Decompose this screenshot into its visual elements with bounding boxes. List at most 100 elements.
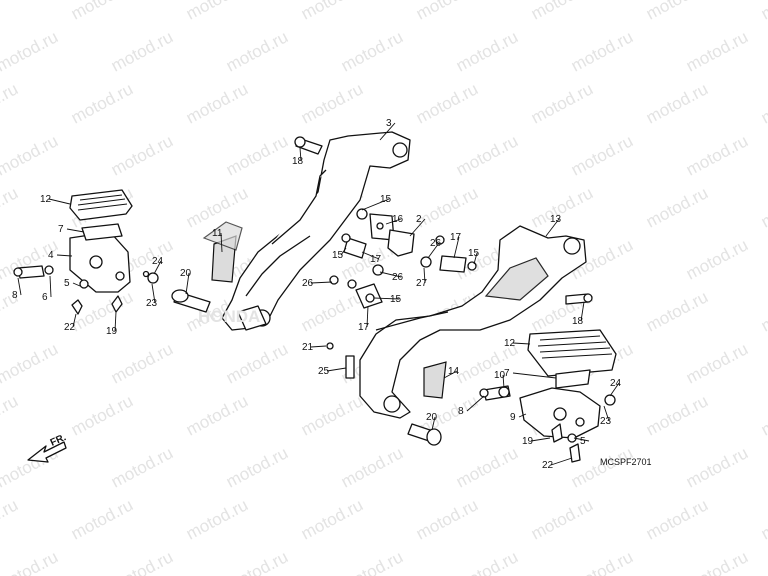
leader-line — [66, 228, 85, 233]
callout-number: 16 — [392, 214, 404, 225]
callout-number: 12 — [504, 338, 516, 349]
leader-line — [48, 198, 71, 205]
callout-number: 5 — [580, 436, 586, 447]
watermark-text: motod.ru — [453, 443, 521, 491]
callout-number: 15 — [390, 294, 402, 305]
front-direction-arrow: FR. — [27, 432, 68, 463]
leader-line — [299, 147, 302, 162]
callout-number: 18 — [292, 156, 304, 167]
watermark-text: motod.ru — [0, 391, 21, 439]
leader-line — [366, 305, 369, 328]
callout-number: 12 — [40, 194, 52, 205]
watermark-text: motod.ru — [108, 339, 176, 387]
watermark-text: motod.ru — [0, 339, 61, 387]
diagram-code: MCSPF2701 — [600, 457, 652, 467]
watermark-text: motod.ru — [683, 235, 751, 283]
watermark-text: motod.ru — [298, 287, 366, 335]
watermark-text: motod.ru — [183, 0, 251, 24]
watermark-text: motod.ru — [413, 79, 481, 127]
watermark-text: motod.ru — [568, 547, 636, 576]
callout-number: 7 — [504, 368, 510, 379]
watermark-text: motod.ru — [338, 27, 406, 75]
center-stay-17a — [343, 237, 367, 259]
watermark-text: motod.ru — [223, 339, 291, 387]
watermark-text: motod.ru — [528, 495, 596, 543]
callout-number: 26 — [430, 238, 442, 249]
leader-line — [310, 281, 333, 284]
watermark-text: motod.ru — [298, 391, 366, 439]
leader-line — [379, 271, 402, 278]
callout-number: 7 — [58, 224, 64, 235]
right-footpeg-bracket — [519, 369, 601, 439]
leader-line — [453, 236, 460, 259]
callout-number: 8 — [12, 290, 18, 301]
callout-number: 17 — [370, 254, 382, 265]
callout-number: 21 — [302, 342, 314, 353]
watermark-text: motod.ru — [0, 547, 61, 576]
watermark-text: motod.ru — [183, 183, 251, 231]
callout-number: 17 — [450, 232, 462, 243]
leader-line — [379, 122, 396, 141]
left-footpeg-rubber — [69, 189, 133, 221]
watermark-text: motod.ru — [643, 183, 711, 231]
leader-line — [409, 218, 426, 237]
watermark-text: motod.ru — [0, 131, 61, 179]
callout-number: 19 — [522, 436, 534, 447]
center-stay-2 — [387, 229, 415, 257]
callout-number: 20 — [426, 412, 438, 423]
leader-line — [17, 277, 22, 296]
watermark-text: motod.ru — [528, 79, 596, 127]
watermark-text: motod.ru — [298, 495, 366, 543]
watermark-text: motod.ru — [0, 495, 21, 543]
right-footpeg-bolts — [479, 385, 616, 463]
leader-line — [580, 301, 585, 322]
watermark-text: motod.ru — [338, 443, 406, 491]
watermark-text: motod.ru — [68, 0, 136, 24]
watermark-text: motod.ru — [338, 547, 406, 576]
leader-line — [153, 260, 162, 275]
bolt-20-right — [407, 423, 442, 446]
watermark-text: motod.ru — [0, 27, 61, 75]
leader-line — [473, 252, 478, 265]
leader-line — [530, 437, 551, 442]
watermark-text: motod.ru — [453, 547, 521, 576]
watermark-text: motod.ru — [758, 183, 768, 231]
watermark-text: motod.ru — [453, 27, 521, 75]
callout-number: 5 — [64, 278, 70, 289]
watermark-text: motod.ru — [758, 495, 768, 543]
leader-line — [361, 251, 380, 260]
callout-number: 15 — [332, 250, 344, 261]
leader-line — [151, 283, 156, 304]
callout-number: 11 — [212, 228, 223, 239]
watermark-text: motod.ru — [643, 391, 711, 439]
leader-line — [114, 311, 117, 332]
watermark-text: motod.ru — [643, 0, 711, 24]
callout-number: 27 — [416, 278, 428, 289]
leader-line — [550, 457, 573, 466]
leader-line — [185, 272, 190, 295]
watermark-text: motod.ru — [683, 339, 751, 387]
watermark-text: motod.ru — [298, 0, 366, 24]
watermark-text: motod.ru — [758, 287, 768, 335]
leader-lines — [17, 122, 620, 466]
watermark-text: motod.ru — [413, 183, 481, 231]
callout-number: 24 — [610, 378, 622, 389]
bolt-18-top — [294, 136, 323, 155]
callout-number: 26 — [392, 272, 404, 283]
honda-logo-text: HONDA — [198, 307, 260, 326]
watermark-text: motod.ru — [298, 79, 366, 127]
callout-number: 22 — [542, 460, 554, 471]
leader-line — [603, 405, 610, 422]
leader-line — [72, 313, 77, 328]
callout-number: 26 — [302, 278, 314, 289]
callout-number: 24 — [152, 256, 164, 267]
watermark-text: motod.ru — [183, 391, 251, 439]
callout-number: 14 — [448, 366, 460, 377]
callout-number: 2 — [416, 214, 422, 225]
leader-line — [49, 275, 52, 298]
bolt-20-left — [171, 289, 211, 313]
callout-number: 22 — [64, 322, 76, 333]
right-heat-guard — [423, 361, 447, 399]
